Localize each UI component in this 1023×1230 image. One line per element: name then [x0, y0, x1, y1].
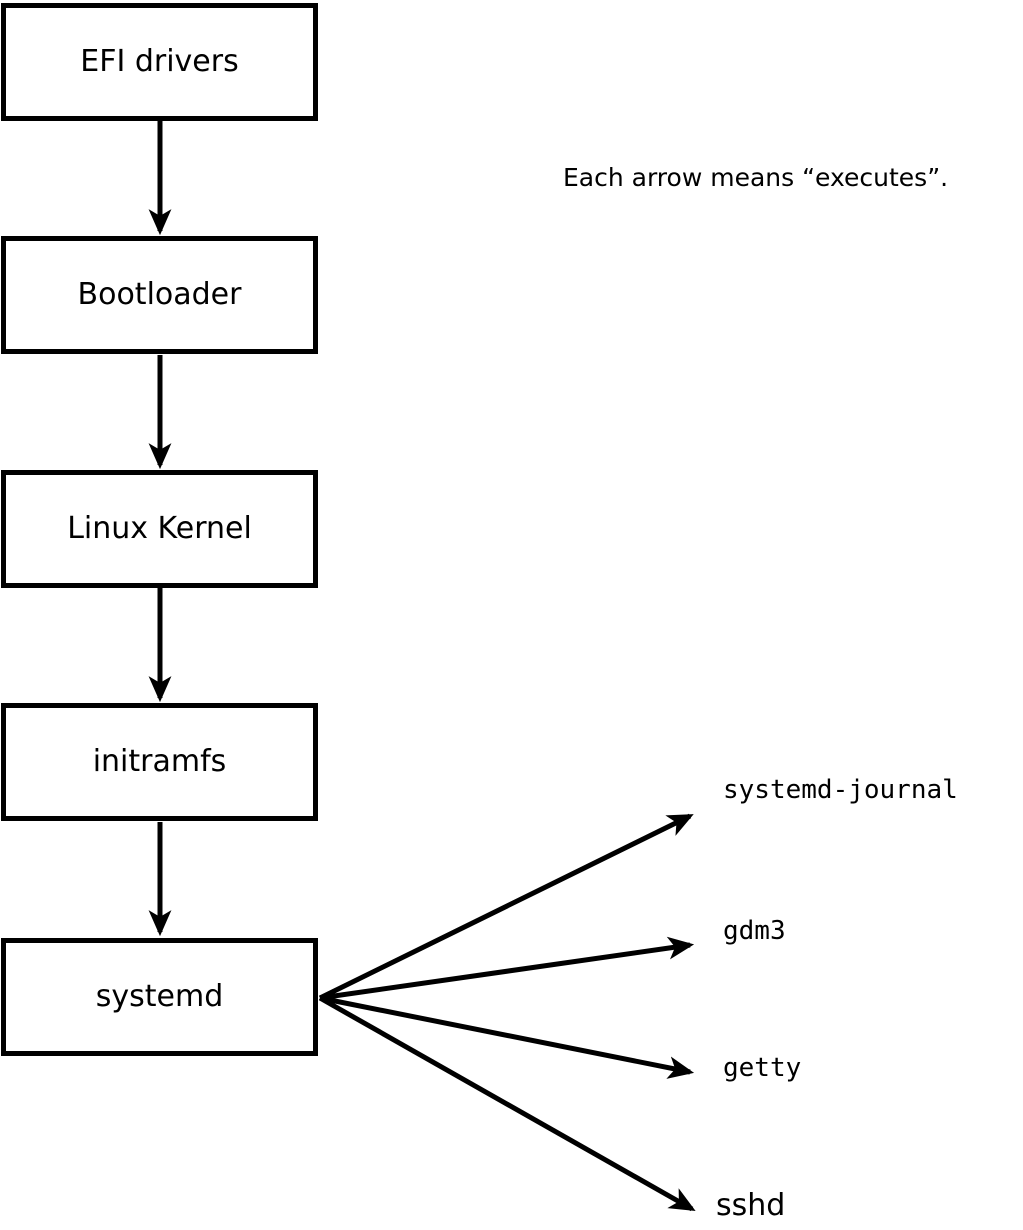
arrow-systemd-to-sshd [318, 995, 696, 1212]
node-label-initramfs: initramfs [92, 744, 227, 779]
node-box-systemd[interactable]: systemd [1, 938, 318, 1056]
leaf-label-sshd[interactable]: sshd [716, 1188, 786, 1223]
leaf-label-systemd-journal[interactable]: systemd-journal [723, 775, 958, 805]
node-label-linux-kernel: Linux Kernel [67, 511, 252, 546]
node-box-bootloader[interactable]: Bootloader [1, 236, 318, 354]
arrow-systemd-to-systemd-journal [318, 813, 694, 1001]
node-box-efi-drivers[interactable]: EFI drivers [1, 3, 318, 121]
node-box-initramfs[interactable]: initramfs [1, 703, 318, 821]
node-label-systemd: systemd [95, 979, 224, 1014]
diagram-caption: Each arrow means “executes”. [563, 163, 949, 192]
node-box-linux-kernel[interactable]: Linux Kernel [1, 470, 318, 588]
leaf-label-gdm3[interactable]: gdm3 [723, 916, 786, 946]
arrow-systemd-to-gdm3 [319, 936, 695, 1001]
node-label-efi-drivers: EFI drivers [80, 44, 239, 79]
arrow-systemd-to-getty [319, 995, 695, 1079]
leaf-label-getty[interactable]: getty [723, 1053, 802, 1083]
node-label-bootloader: Bootloader [77, 277, 242, 312]
